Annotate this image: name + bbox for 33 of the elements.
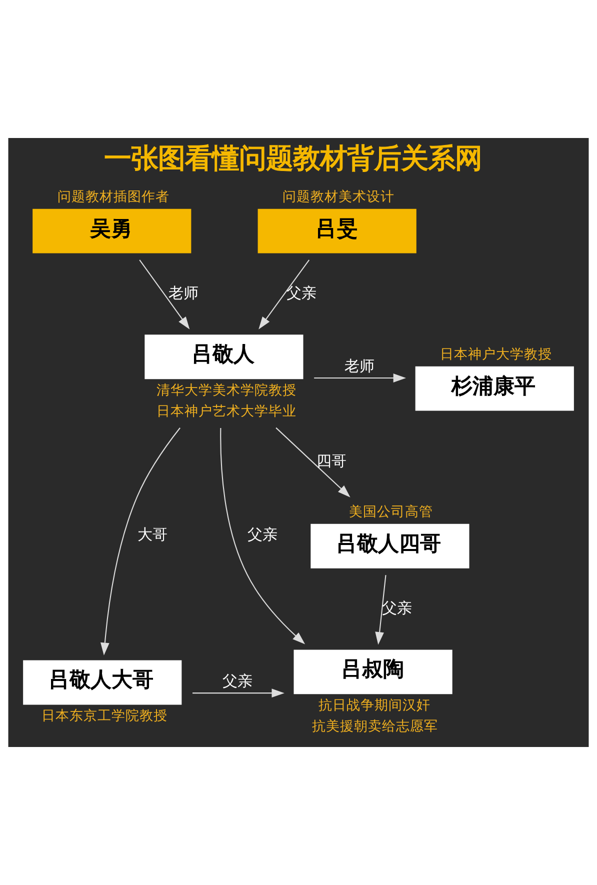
node-box: 吕旻 [258,208,416,254]
node-box: 吕叔陶 [294,650,452,694]
arrow [220,428,306,644]
node-label: 抗日战争期间汉奸 [318,697,431,714]
edge-label: 四哥 [316,452,346,470]
arrow [375,574,386,645]
arrow [276,427,350,498]
node-label: 日本神户艺术大学毕业 [156,403,296,420]
diagram-title: 一张图看懂问题教材背后关系网 [104,142,482,174]
node-label: 问题教材美术设计 [282,188,395,205]
node-label: 清华大学美术学院教授 [156,382,296,398]
edge-label: 老师 [344,358,374,375]
node-label: 日本东京工学院教授 [42,708,168,724]
arrow [192,688,284,698]
edge-label: 大哥 [138,526,168,544]
edge-label: 老师 [168,284,198,302]
edge-label: 父亲 [222,672,253,690]
edge-label: 父亲 [382,600,412,617]
node-label: 抗美援朝卖给志愿军 [312,718,438,735]
arrow [100,428,180,656]
edge-label: 父亲 [286,284,317,302]
node-box: 杉浦康平 [415,366,574,411]
node-label: 美国公司高管 [349,504,434,520]
node-label: 问题教材插图作者 [57,188,170,205]
arrow [258,260,310,330]
node-box: 吕敬人 [144,334,304,380]
arrow [314,374,406,382]
node-box: 吕敬人大哥 [23,660,182,705]
node-box: 吴勇 [32,208,192,254]
edge-label: 父亲 [248,526,278,544]
node-label: 日本神户大学教授 [440,346,552,362]
arrow [139,260,190,330]
node-box: 吕敬人四哥 [310,524,470,568]
